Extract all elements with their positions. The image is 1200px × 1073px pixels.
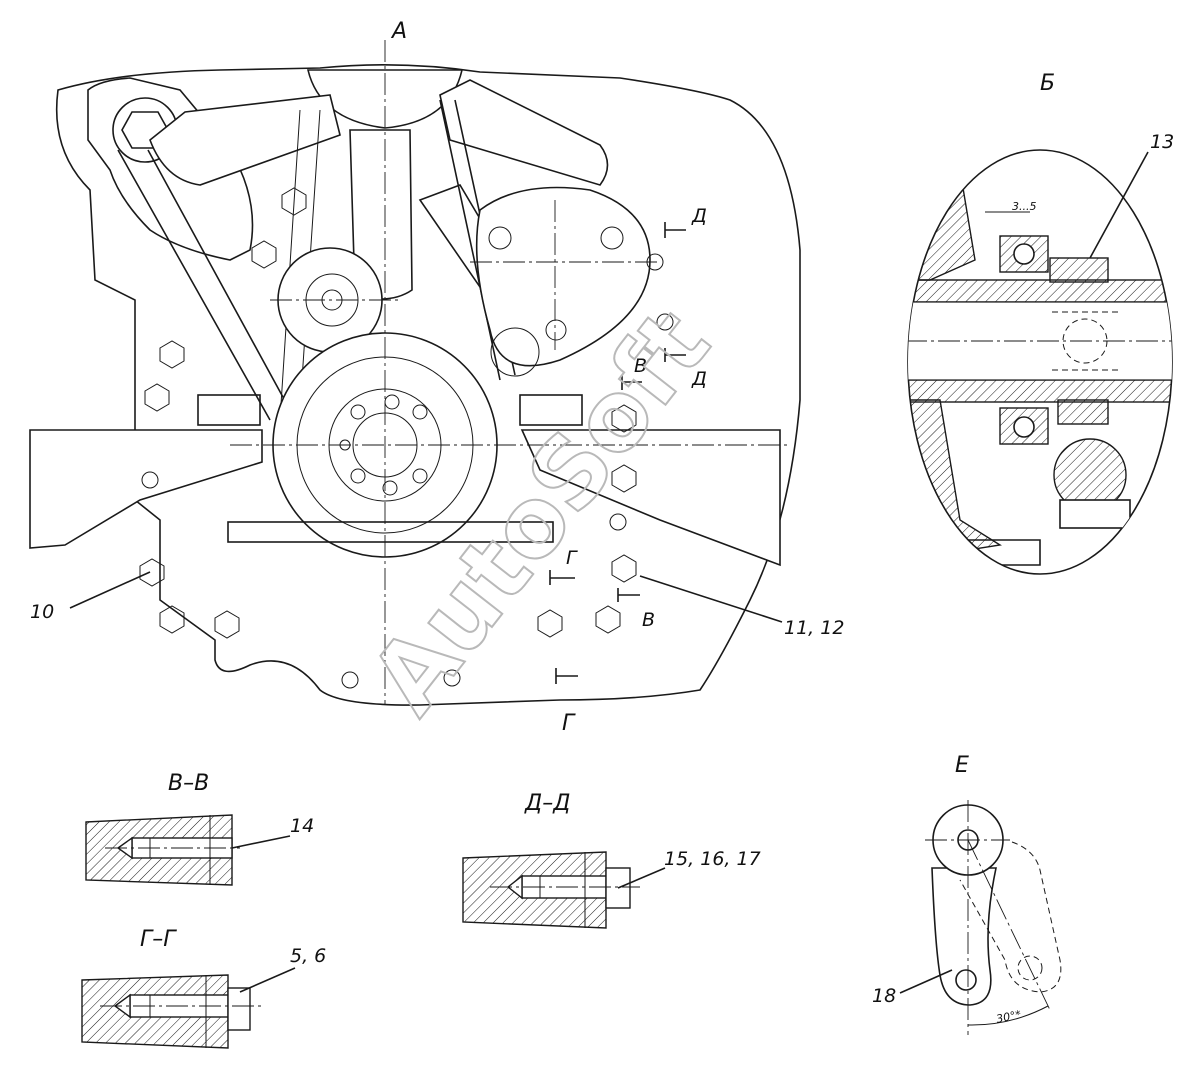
callout-13: 13 (1150, 131, 1174, 153)
view-b (907, 149, 1173, 575)
section-vv (85, 814, 291, 886)
section-dd (462, 851, 666, 929)
pump-cover (475, 186, 651, 367)
leader-11-12 (639, 575, 783, 623)
leader-10 (69, 571, 151, 609)
cut-label-d-lower: Д (691, 368, 707, 390)
callout-14: 14 (290, 815, 314, 837)
view-label-b: Б (1040, 71, 1055, 96)
view-label-a: А (390, 19, 407, 44)
cut-markers (549, 222, 686, 684)
left-mount-block (197, 394, 261, 426)
leader-15-16-17 (617, 867, 666, 889)
right-support (520, 429, 781, 567)
pulley-bolts (339, 394, 428, 496)
belt-left (117, 149, 291, 421)
callout-18: 18 (872, 985, 896, 1007)
leader-14 (231, 835, 291, 849)
block-bolts (139, 187, 674, 689)
cut-label-v-upper: В (634, 355, 647, 377)
callout-11-12: 11, 12 (784, 617, 844, 639)
dimension-gap: 3...5 (1012, 200, 1037, 213)
section-title-vv: В–В (168, 771, 209, 796)
callout-10: 10 (30, 601, 54, 623)
view-label-e: Е (955, 753, 969, 778)
main-view-a (29, 40, 801, 706)
leader-5-6 (239, 967, 296, 993)
cut-label-g: Г (566, 547, 578, 569)
view-label-g-bottom: Г (562, 711, 576, 736)
section-gg (81, 967, 296, 1049)
callout-5-6: 5, 6 (290, 945, 326, 967)
section-title-gg: Г–Г (140, 927, 177, 952)
right-mount-block (519, 394, 583, 426)
left-support (29, 429, 263, 549)
view-e (899, 800, 1062, 1035)
callout-15-16-17: 15, 16, 17 (664, 848, 761, 870)
dimension-angle: 30°* (995, 1008, 1023, 1026)
oil-pan-flange (227, 521, 554, 543)
idler-pulley (490, 327, 540, 377)
cut-label-v-lower: В (642, 609, 655, 631)
cut-label-d-upper: Д (691, 205, 707, 227)
section-title-dd: Д–Д (524, 791, 570, 816)
left-bracket (87, 77, 254, 261)
leader-18 (899, 969, 953, 994)
leader-13 (1089, 151, 1149, 259)
